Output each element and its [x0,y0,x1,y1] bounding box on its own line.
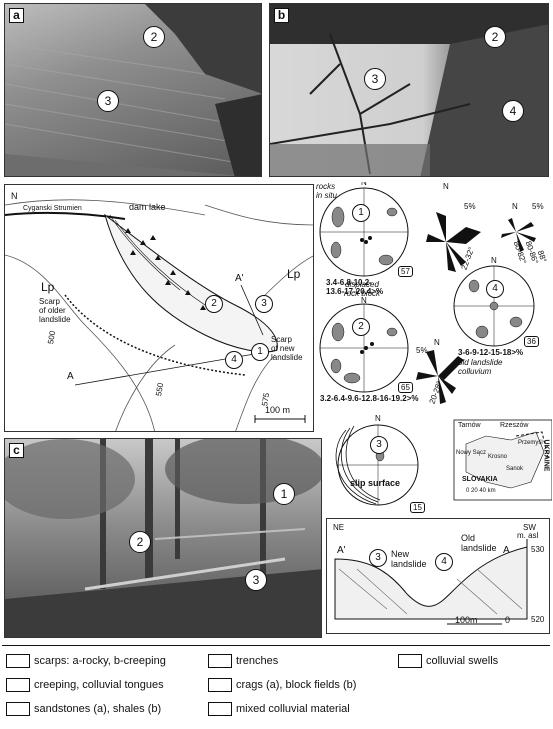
country-slovakia: SLOVAKIA [462,476,498,483]
stereonet-1-caption: rocks in situ [316,182,337,200]
stereonet-1-north: N [361,182,367,187]
marker-1: 1 [273,483,295,505]
legend: scarps: a-rocky, b-creeping creeping, co… [2,645,550,728]
rose-3-north: N [512,202,518,211]
landslide-map: N Cyganski Strumien dam lake Lp Lp A' A … [4,184,314,432]
marker-3: 3 [364,68,386,90]
town-przemysl: Przemyśl [518,440,543,446]
marker-2: 2 [484,26,506,48]
elevation-530: 530 [531,545,545,554]
marker-3: 3 [255,295,273,313]
cross-section: NE SW m. asl A' A New landslide Old land… [326,518,550,634]
stereonet-1-count: 57 [398,266,413,277]
panel-tag: a [9,8,24,23]
stereonet-2-caption: displaced rock block [344,280,381,298]
legend-scarps: scarps: a-rocky, b-creeping [6,654,166,668]
stereonet-4-caption: old landslide colluvium [458,358,503,376]
town-sanok: Sanok [506,466,524,472]
stereonet-1-number: 1 [352,204,370,222]
marker-2: 2 [129,531,151,553]
stereonet-2-count: 65 [398,382,413,393]
stereonet-4-stats: 3-6-9-12-15-18>% [458,348,524,357]
swell-symbol-icon [398,654,422,668]
marker-4: 4 [225,351,243,369]
map-drawing [5,199,313,431]
crag-symbol-icon [208,678,232,692]
stereonet-3-number: 3 [370,436,388,454]
section-a-prime: A' [337,545,346,556]
stereonet-region: 1 N rocks in situ 3.4-6.8-10.2- 13.6-17-… [316,182,552,518]
section-a: A [67,371,74,382]
town-rzeszow: Rzeszów [500,422,529,429]
lp-label-right: Lp [287,267,301,281]
sandstone-symbol-icon [6,702,30,716]
town-nowy-sacz: Nowy Sącz [456,450,487,456]
town-tarnow: Tarnów [458,422,481,429]
photo-a-texture [5,4,261,176]
mixed-colluvial-symbol-icon [208,702,232,716]
legend-colluvial-swells: colluvial swells [398,654,498,668]
section-zero: 0 [505,615,511,625]
legend-creeping: creeping, colluvial tongues [6,678,164,692]
stereonet-4-north: N [491,256,497,265]
photo-b-texture [270,4,548,176]
panel-tag: c [9,443,24,458]
rose-1-pct: 5% [464,202,476,211]
elevation-520: 520 [531,615,545,624]
marker-2: 2 [205,295,223,313]
stereonet-2-stats: 3.2-6.4-9.6-12.8-16-19.2>% [320,394,419,403]
stereonet-drawing [319,187,552,506]
panel-tag: b [274,8,289,23]
section-a-prime: A' [235,273,244,284]
country-ukraine: UKRAINE [542,439,550,472]
rose-1-north: N [443,182,449,191]
rose-2-north: N [434,338,440,347]
marker-4: 4 [435,553,453,571]
rose-2-pct: 5% [416,346,428,355]
scarp-symbol-icon [6,654,30,668]
marker-4: 4 [502,100,524,122]
legend-trenches: trenches [208,654,278,668]
section-scale: 100m [455,615,478,625]
trench-symbol-icon [208,654,232,668]
rose-3-pct: 5% [532,202,544,211]
photo-panel-a: a 2 3 [4,3,262,177]
north-arrow: N [11,191,18,201]
marker-1: 1 [251,343,269,361]
section-sw: SW [523,523,536,532]
marker-2: 2 [143,26,165,48]
marker-3: 3 [245,569,267,591]
section-ne: NE [333,523,345,532]
marker-3: 3 [97,90,119,112]
old-landslide-label: Old landslide [461,533,497,553]
stereonet-3-count: 15 [410,502,425,513]
older-scarp-label: Scarp of older landslide [39,297,71,324]
legend-mixed-colluvial: mixed colluvial material [208,702,350,716]
creeping-symbol-icon [6,678,30,692]
stereonet-4-count: 36 [524,336,539,347]
photo-panel-c: c 1 2 3 [4,438,322,638]
stereonet-4-number: 4 [486,280,504,298]
photo-c-texture [5,439,321,637]
section-asl: m. asl [517,531,539,540]
stereonet-3-caption: slip surface [350,478,401,488]
new-scarp-label: Scarp of new landslide [271,335,303,362]
map-scale: 100 m [265,405,291,415]
stereonet-3-north: N [375,414,381,423]
town-krosno: Krosno [488,454,508,460]
lp-label-left: Lp [41,280,55,294]
stereonet-2-number: 2 [352,318,370,336]
stereonet-1-stats: 3.4-6.8-10.2- 13.6-17-20.4>% [326,278,384,296]
stereonet-2-north: N [361,296,367,305]
location-scale: 0 20 40 km [466,488,496,494]
marker-3: 3 [369,549,387,567]
section-a: A [503,545,510,556]
stream-label: Cyganski Strumien [23,205,82,212]
cross-section-drawing [334,539,528,625]
dam-lake-label: dam lake [129,202,166,212]
legend-sandstones: sandstones (a), shales (b) [6,702,161,716]
photo-panel-b: b 2 3 4 [269,3,549,177]
legend-crags: crags (a), block fields (b) [208,678,356,692]
new-landslide-label: New landslide [391,549,427,569]
